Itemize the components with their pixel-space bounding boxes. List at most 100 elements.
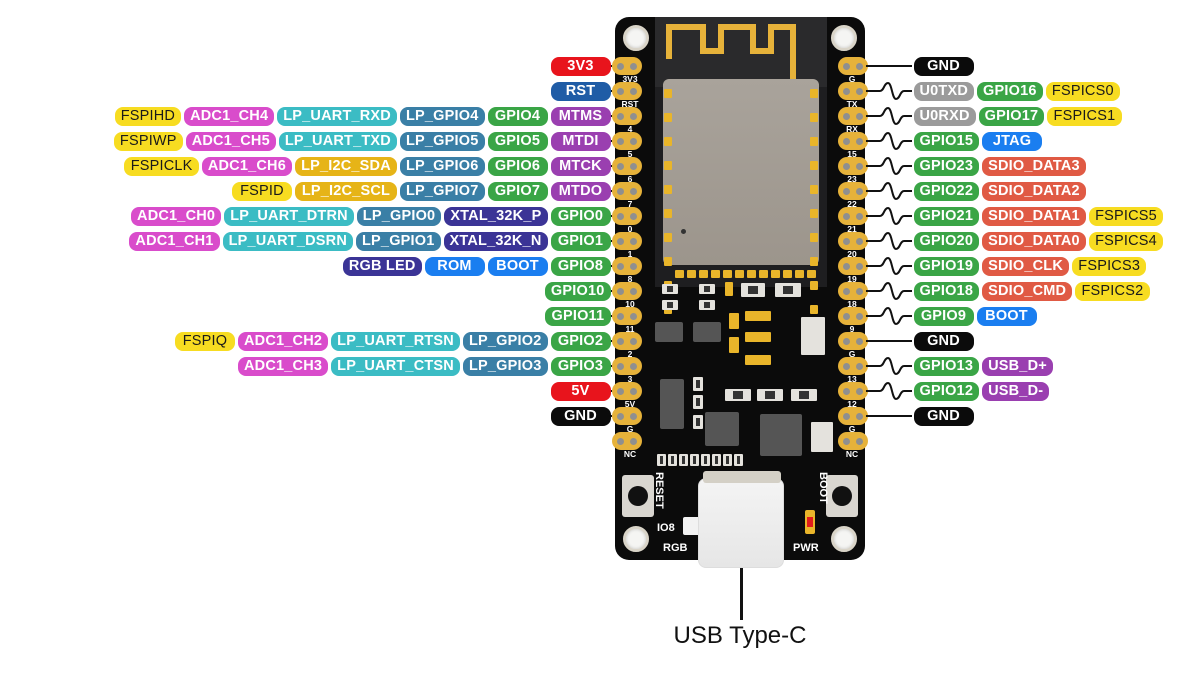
pin-function-label: SDIO_DATA2 [982,181,1086,201]
module-pad [795,270,804,278]
signal-wave-connector [866,181,912,201]
pin-function-label: SDIO_CMD [982,281,1073,301]
pin-function-label: FSPICS4 [1088,231,1164,251]
pin-function-label: GPIO4 [487,106,548,126]
pin-function-label: LP_I2C_SCL [294,181,397,201]
pin-function-label: 5V [550,381,611,401]
pin-silkscreen-label: G [848,424,856,434]
pin-function-label: XTAL_32K_N [443,231,548,251]
usb-type-c-connector [698,471,784,568]
smd-resistor-array [690,454,699,466]
smd-pad [745,332,771,342]
pin-silkscreen-label: 4 [627,124,633,134]
pin-row-left: GND [549,406,612,426]
pin-function-label: 3V3 [550,56,611,76]
header-pin [612,132,642,150]
module-pad [664,89,672,98]
pin-silkscreen-label: G [626,424,634,434]
pin-function-label: GPIO12 [913,381,980,401]
smd-resistor-array [734,454,743,466]
module-pad [810,257,818,266]
module-pad [675,270,684,278]
pin-function-label: ADC1_CH1 [129,231,220,251]
smd-inductor [801,317,825,355]
qfn-chip [760,414,802,456]
rf-shield-can [663,79,819,265]
header-pin [612,82,642,100]
signal-wave-connector [866,356,912,376]
mounting-hole [831,526,857,552]
boot-button[interactable] [826,475,858,517]
module-pad [783,270,792,278]
pin-function-label: LP_GPIO6 [399,156,485,176]
pin-function-label: GPIO7 [487,181,548,201]
pin-silkscreen-label: 21 [847,224,857,234]
header-pin [838,332,868,350]
pwr-silkscreen: PWR [793,542,819,554]
pin-silkscreen-label: 8 [627,274,633,284]
pin-function-label: GPIO19 [913,256,980,276]
pin-function-label: LP_I2C_SDA [294,156,397,176]
module-pad [664,209,672,218]
header-pin [612,182,642,200]
pin-function-label: ADC1_CH6 [201,156,292,176]
pin-function-label: SDIO_DATA1 [982,206,1086,226]
module-pad [810,161,818,170]
pin-function-label: USB_D- [982,381,1050,401]
pin-function-label: FSPICS2 [1075,281,1150,301]
pin-function-label: BOOT [976,306,1037,326]
mounting-hole [623,25,649,51]
usb-uart-bridge-chip [705,412,739,446]
pin-function-label: LP_UART_DSRN [222,231,353,251]
smd-resistor-array [657,454,666,466]
usb-callout-line [740,568,743,620]
pin-function-label: SDIO_CLK [982,256,1070,276]
pin-silkscreen-label: 20 [847,249,857,259]
pin-function-label: LP_UART_CTSN [331,356,460,376]
pin-function-label: XTAL_32K_P [444,206,548,226]
pin-function-label: ROM [424,256,485,276]
pin-silkscreen-label: 1 [627,249,633,259]
reset-button[interactable] [622,475,654,517]
smd-resistor-array [668,454,677,466]
smd-resistor [693,395,703,409]
module-pad [810,209,818,218]
usb-caption: USB Type-C [673,622,807,649]
power-led [805,510,815,534]
pin-function-label: GPIO15 [913,131,980,151]
pin-silkscreen-label: 19 [847,274,857,284]
pin-function-label: ADC1_CH5 [185,131,276,151]
pin-function-label: FSPICLK [124,156,199,176]
module-pad [810,233,818,242]
pin-function-label: GPIO5 [487,131,548,151]
smd-capacitor [791,389,817,401]
pin-function-label: GPIO16 [977,81,1043,101]
module-pad [664,185,672,194]
pin-function-label: LP_GPIO2 [462,331,548,351]
pin-function-label: JTAG [982,131,1043,151]
pin-silkscreen-label: 15 [847,149,857,159]
header-pin [612,432,642,450]
pin-function-label: SDIO_DATA0 [982,231,1086,251]
header-pin [612,307,642,325]
smd-resistor [699,300,715,310]
module-pad [664,161,672,170]
module-pad [664,113,672,122]
signal-wave-connector [866,256,912,276]
header-pin [612,157,642,175]
smd-capacitor [757,389,783,401]
smd-capacitor [729,313,739,329]
rgb-silkscreen: RGB [663,542,688,554]
pin-function-label: LP_UART_RXD [277,106,397,126]
